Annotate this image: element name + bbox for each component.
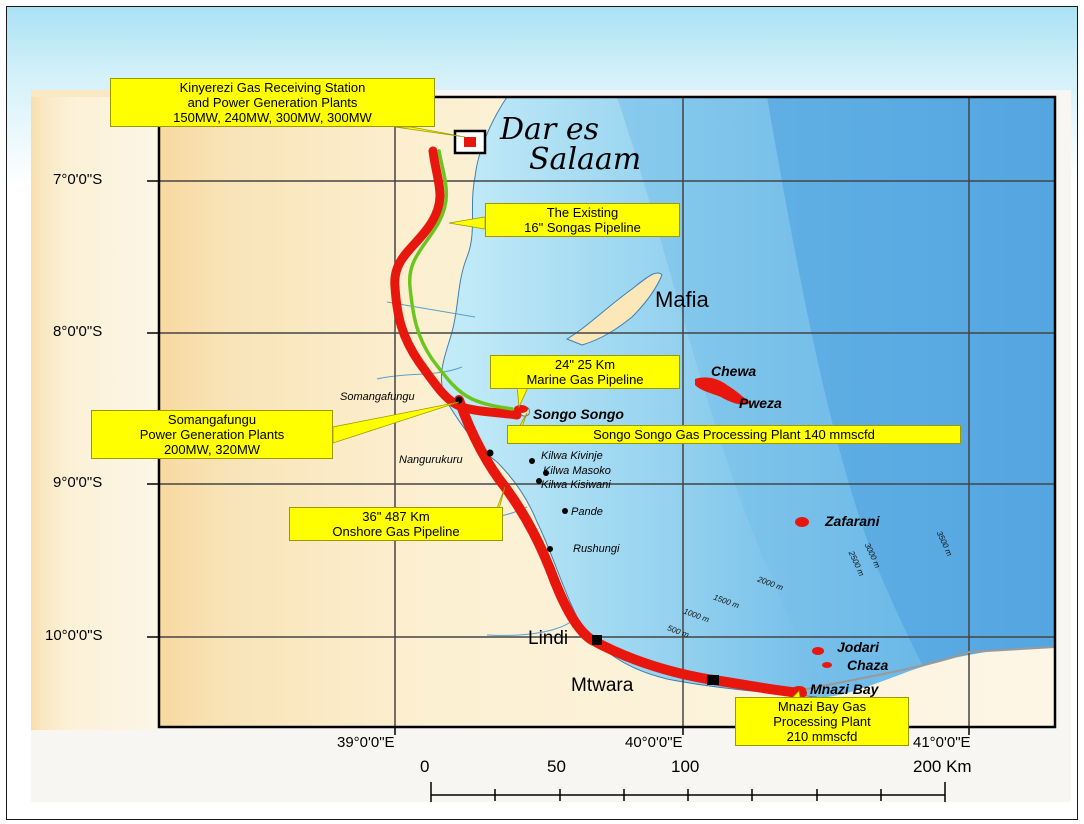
city-label-line2: Salaam [529,142,642,177]
mainland [159,97,1055,727]
callout-songo-songo-plant: Songo Songo Gas Processing Plant 140 mms… [507,425,961,444]
map-area [159,97,1055,727]
field-label: Chewa [711,363,757,379]
lat-label: 10°0'0"S [45,627,103,644]
field-label: Songo Songo [533,406,624,422]
mafia-island [565,272,663,346]
callout-line: Power Generation Plants [139,427,285,442]
scale-label: 50 [547,757,566,776]
town-label: Kilwa Masoko [543,465,611,477]
callout-line: Onshore Gas Pipeline [332,524,460,539]
graticule [159,97,1055,727]
scale-label: 100 [671,757,700,776]
town-markers [455,396,568,552]
lat-label: 8°0'0"S [53,323,103,340]
callout-line: 210 mmscfd [786,729,858,744]
kinyerezi-station [464,137,476,147]
lon-label: 40°0'0"E [625,734,683,751]
callout-somangafungu-plants: Somangafungu Power Generation Plants 200… [91,410,333,459]
callout-line: Marine Gas Pipeline [526,372,644,387]
lat-label: 9°0'0"S [53,474,103,491]
lat-label: 7°0'0"S [53,171,103,188]
lon-label: 41°0'0"E [913,734,971,751]
callout-existing-pipeline: The Existing 16" Songas Pipeline [485,203,680,237]
callout-line: Processing Plant [773,714,871,729]
callout-line: 16" Songas Pipeline [524,220,641,235]
scale-bar [430,782,946,802]
town-label-mtwara: Mtwara [571,675,634,696]
town-label-lindi: Lindi [528,628,569,649]
scale-label: 0 [420,757,430,776]
callout-line: 24" 25 Km [554,357,616,372]
town-label: Pande [571,506,603,518]
lindi-marker [592,635,602,645]
scale-label: 200 Km [913,757,972,776]
field-zafarani [795,517,809,527]
callout-line: Songo Songo Gas Processing Plant 140 mms… [593,427,875,442]
town-label: Kilwa Kisiwani [541,479,611,491]
field-chewa-pweza [695,377,751,405]
callout-onshore-pipeline: 36" 487 Km Onshore Gas Pipeline [289,507,503,541]
town-label: Somangafungu [340,391,415,403]
graticule-ticks [147,180,970,735]
mtwara-marker [707,675,719,685]
city-label-line1: Dar es [500,112,599,147]
callout-line: 200MW, 320MW [163,442,261,457]
callout-line: Somangafungu [167,412,257,427]
field-mnazi-bay [792,686,806,694]
field-jodari [812,647,824,655]
field-label: Zafarani [825,513,880,529]
callout-line: The Existing [546,205,619,220]
callout-mnazi-bay-plant: Mnazi Bay Gas Processing Plant 210 mmscf… [735,697,909,746]
callout-line: 150MW, 240MW, 300MW, 300MW [173,110,372,125]
field-label: Chaza [847,657,889,673]
lon-label: 39°0'0"E [337,734,395,751]
pipeline-existing [407,149,514,411]
callout-kinyerezi: Kinyerezi Gas Receiving Station and Powe… [110,78,435,127]
town-label: Rushungi [573,543,620,555]
map-frame: 7°0'0"S 8°0'0"S 9°0'0"S 10°0'0"S 39°0'0"… [6,6,1078,820]
callout-line: 36" 487 Km [362,509,430,524]
callout-marine-pipeline: 24" 25 Km Marine Gas Pipeline [490,355,680,389]
island-label: Mafia [655,287,709,312]
callout-line: and Power Generation Plants [187,95,358,110]
field-songo-songo [514,405,528,413]
callout-line: Mnazi Bay Gas [777,699,867,714]
field-label: Jodari [837,639,880,655]
town-label: Nangurukuru [399,454,463,466]
town-label: Kilwa Kivinje [541,450,603,462]
offshore-boundary [801,646,1055,691]
callout-line: Kinyerezi Gas Receiving Station [179,80,366,95]
field-label: Pweza [739,395,782,411]
river [376,366,463,380]
depth-band-deep [767,97,1055,727]
field-chaza [822,662,832,668]
field-label: Mnazi Bay [810,681,879,697]
